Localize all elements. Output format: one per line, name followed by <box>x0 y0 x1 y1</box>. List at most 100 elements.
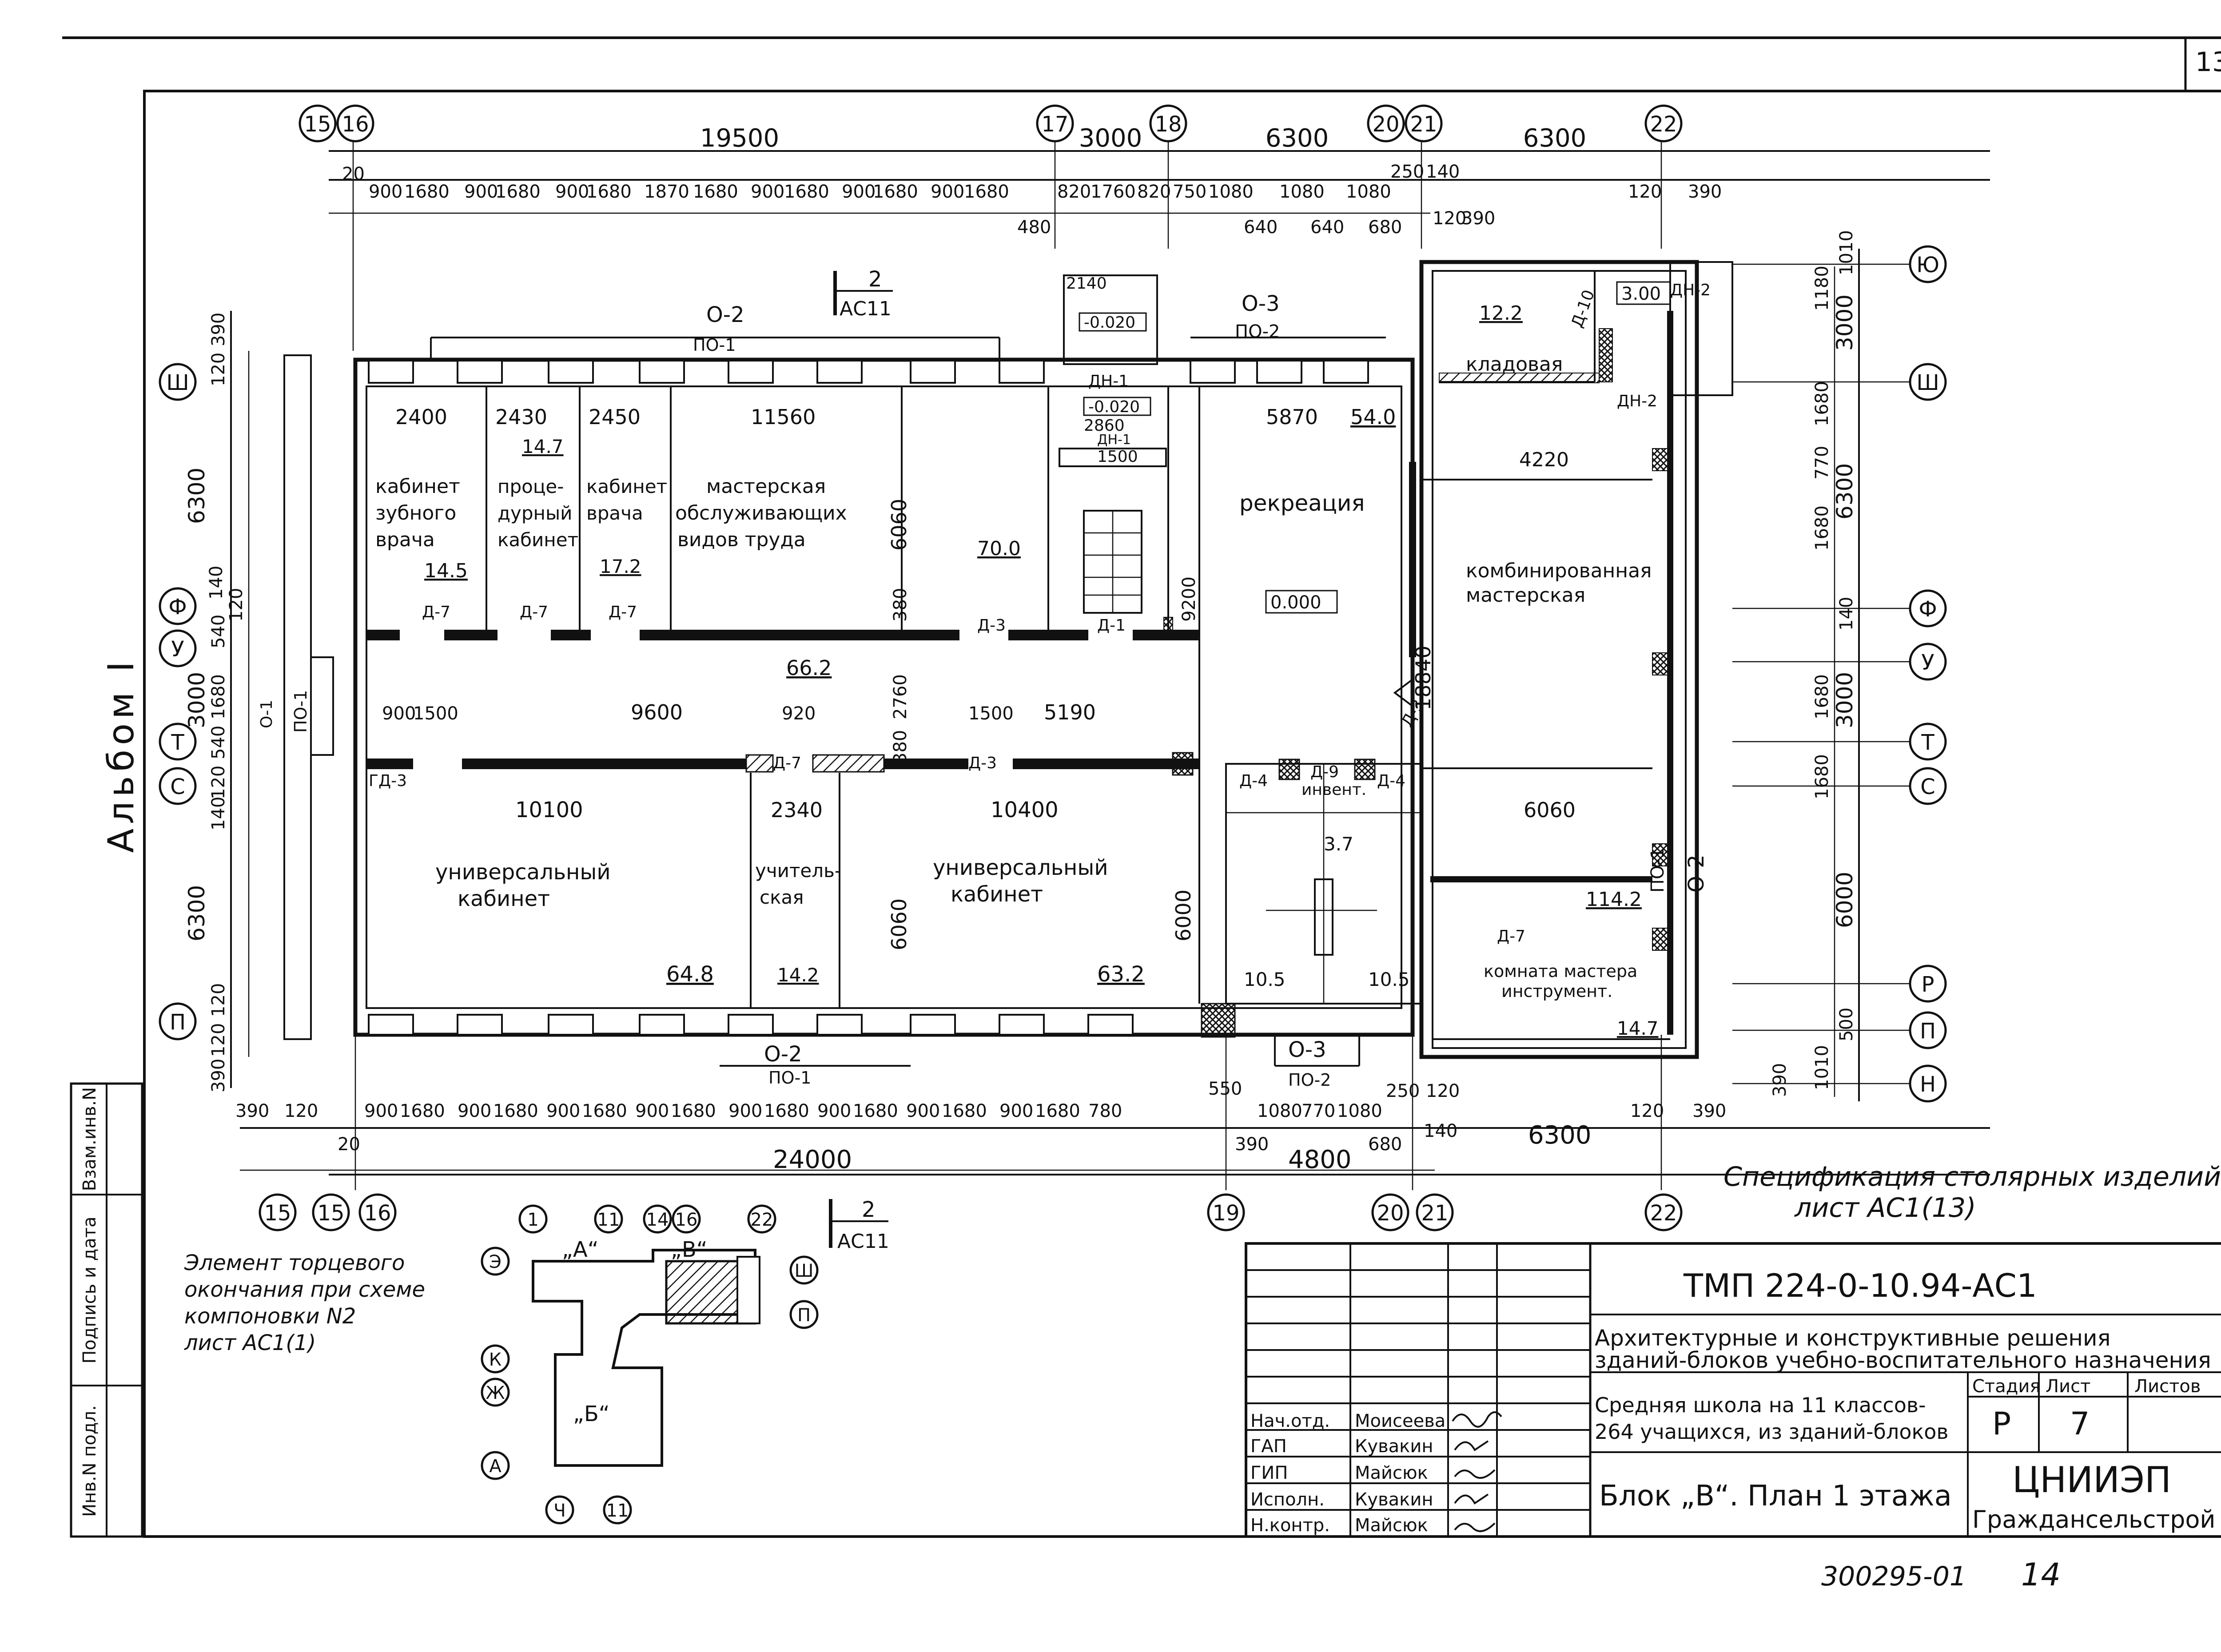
svg-text:540: 540 <box>208 615 229 648</box>
svg-text:20: 20 <box>1372 112 1399 137</box>
svg-text:К: К <box>489 1350 502 1370</box>
svg-text:22: 22 <box>751 1210 773 1230</box>
svg-text:ПО-1: ПО-1 <box>291 690 310 733</box>
signature-1 <box>1452 1411 1502 1428</box>
svg-text:63.2: 63.2 <box>1097 962 1145 987</box>
svg-text:390: 390 <box>208 1059 229 1092</box>
bottom-dimension-lines <box>240 1035 1990 1190</box>
svg-text:390: 390 <box>1770 1063 1790 1097</box>
svg-text:Т: Т <box>171 730 184 755</box>
svg-text:120: 120 <box>208 1023 229 1057</box>
svg-text:14: 14 <box>646 1210 669 1230</box>
svg-text:11: 11 <box>606 1501 629 1521</box>
signature-4 <box>1454 1493 1489 1505</box>
svg-text:кладовая: кладовая <box>1466 353 1563 376</box>
svg-text:Ч: Ч <box>553 1501 565 1521</box>
svg-text:1680: 1680 <box>404 182 450 202</box>
stamp-signature: Подпись и дата <box>80 1216 100 1363</box>
svg-text:6060: 6060 <box>1524 798 1576 822</box>
svg-text:инструмент.: инструмент. <box>1501 981 1612 1001</box>
dim-top-6300a: 6300 <box>1266 124 1329 153</box>
svg-text:120: 120 <box>226 588 247 622</box>
stamp-replaced-inv: Взам.инв.N <box>80 1087 100 1191</box>
svg-text:Д-7: Д-7 <box>773 754 801 772</box>
svg-text:2140: 2140 <box>1066 274 1107 293</box>
svg-text:66.2: 66.2 <box>786 656 832 680</box>
svg-text:14.2: 14.2 <box>777 964 819 986</box>
svg-text:Листов: Листов <box>2134 1376 2201 1397</box>
svg-text:140: 140 <box>206 566 227 600</box>
svg-text:900: 900 <box>842 182 876 202</box>
svg-text:3.7: 3.7 <box>1324 833 1353 855</box>
top-dimension-lines <box>329 133 1990 351</box>
svg-text:1500: 1500 <box>1097 448 1138 466</box>
svg-text:ПО-2: ПО-2 <box>1288 1070 1331 1090</box>
svg-text:1680: 1680 <box>1812 505 1832 551</box>
svg-text:22: 22 <box>1650 112 1677 137</box>
svg-text:ГД-3: ГД-3 <box>369 772 407 790</box>
svg-text:1680: 1680 <box>400 1101 445 1121</box>
svg-text:Ж: Ж <box>486 1383 505 1403</box>
svg-text:Д-7: Д-7 <box>1497 927 1525 945</box>
svg-text:15: 15 <box>304 112 331 137</box>
svg-text:2: 2 <box>868 267 882 292</box>
svg-text:1680: 1680 <box>1035 1101 1080 1121</box>
stair-levels: 2140 -0.020 -0.020 2860 1500 <box>1066 274 1151 466</box>
svg-text:19: 19 <box>1212 1201 1239 1226</box>
spec-note: Спецификация столярных изделий лист АС1(… <box>1723 1161 2221 1223</box>
svg-text:Кувакин: Кувакин <box>1355 1436 1433 1457</box>
svg-text:6000: 6000 <box>1832 872 1858 928</box>
svg-text:П: П <box>1920 1019 1936 1044</box>
svg-text:ГАП: ГАП <box>1250 1436 1287 1457</box>
svg-text:18: 18 <box>1154 112 1182 137</box>
svg-text:15: 15 <box>317 1201 344 1226</box>
svg-text:22: 22 <box>1650 1201 1677 1226</box>
room-storage: 12.2 кладовая 3.00 <box>1466 281 1671 376</box>
svg-text:А: А <box>489 1456 502 1477</box>
signature-5 <box>1454 1522 1496 1532</box>
left-dim-chain: 390 120 6300 140 120 540 1680 540 120 14… <box>184 311 250 1092</box>
svg-text:120: 120 <box>208 983 229 1017</box>
room-master-tools: комната мастера инструмент. 14.7 <box>1484 961 1659 1039</box>
svg-text:1870: 1870 <box>644 182 689 202</box>
svg-text:врача: врача <box>375 528 435 551</box>
project-line-2: 264 учащихся, из зданий-блоков <box>1595 1420 1949 1444</box>
svg-text:Н: Н <box>1920 1072 1936 1097</box>
dim-top-19500: 19500 <box>700 124 779 153</box>
room-recreation: 5870 54.0 рекреация 0.000 <box>1239 405 1396 614</box>
title-line-2: зданий-блоков учебно-воспитательного наз… <box>1595 1347 2211 1373</box>
svg-text:1680: 1680 <box>964 182 1009 202</box>
svg-text:120: 120 <box>208 766 229 799</box>
svg-text:1680: 1680 <box>1812 754 1832 799</box>
windows-bottom <box>368 1014 1360 1067</box>
svg-text:9200: 9200 <box>1179 576 1199 622</box>
svg-text:1680: 1680 <box>873 182 918 202</box>
svg-text:Д-4: Д-4 <box>1239 772 1268 790</box>
bottom-handwritten: 300295-01 14 <box>1821 1557 2061 1593</box>
svg-text:Исполн.: Исполн. <box>1250 1489 1325 1510</box>
svg-text:380: 380 <box>890 588 911 622</box>
svg-text:компоновки N2: компоновки N2 <box>184 1304 356 1329</box>
svg-text:О-2: О-2 <box>764 1042 802 1067</box>
svg-text:1680: 1680 <box>671 1101 716 1121</box>
room-dentist: 2400 кабинет зубного врача 14.5 <box>375 405 468 582</box>
svg-text:Ш: Ш <box>1916 370 1939 395</box>
svg-text:3000: 3000 <box>1832 294 1858 351</box>
svg-text:„А“: „А“ <box>562 1237 599 1262</box>
svg-text:540: 540 <box>208 726 229 759</box>
svg-text:Спецификация столярных изделий: Спецификация столярных изделий <box>1723 1161 2221 1192</box>
room-procedure: 2430 проце- дурный кабинет 14.7 <box>495 405 578 551</box>
left-axis-bubbles: Ш Ф У Т С П <box>159 363 197 1040</box>
svg-text:390: 390 <box>208 313 229 346</box>
svg-text:1680: 1680 <box>582 1101 627 1121</box>
org-name-2: Граждансельстрой <box>1972 1505 2216 1533</box>
svg-text:ПО-1: ПО-1 <box>1648 848 1668 893</box>
side-stamp: Инв.N подл. Подпись и дата Взам.инв.N <box>70 1082 143 1538</box>
svg-text:инвент.: инвент. <box>1302 781 1366 799</box>
svg-text:ДН-2: ДН-2 <box>1617 392 1657 410</box>
svg-text:обслуживающих: обслуживающих <box>675 502 847 524</box>
svg-text:900: 900 <box>751 182 784 202</box>
svg-text:390: 390 <box>1688 182 1722 202</box>
corridor: 66.2 9600 5190 900 1500 1500 920 2760 38… <box>382 499 1435 950</box>
